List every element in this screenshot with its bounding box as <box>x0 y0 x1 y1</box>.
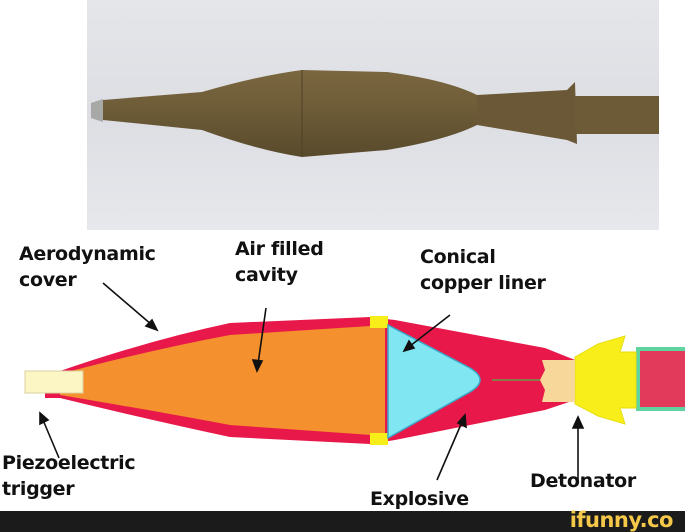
label-line: Piezoelectric <box>2 452 136 474</box>
label-line: Air filled <box>235 238 324 260</box>
warhead-photo <box>87 0 659 230</box>
label-line: copper liner <box>420 272 546 294</box>
label-line: Aerodynamic <box>19 243 156 265</box>
footer-bar: ifunny.co <box>0 508 685 532</box>
brand-watermark: ifunny.co <box>569 508 674 532</box>
label-air-filled-cavity: Air filled cavity <box>235 236 324 288</box>
label-conical-copper-liner: Conical copper liner <box>420 244 546 296</box>
warhead-photo-illustration <box>91 70 659 157</box>
label-line: cavity <box>235 264 298 286</box>
label-piezoelectric-trigger: Piezoelectric trigger <box>2 450 136 502</box>
label-aerodynamic-cover: Aerodynamic cover <box>19 241 156 293</box>
label-line: cover <box>19 269 77 291</box>
label-detonator: Detonator <box>530 470 636 492</box>
label-line: Conical <box>420 246 496 268</box>
label-line: trigger <box>2 478 75 500</box>
label-explosive: Explosive <box>370 488 469 510</box>
